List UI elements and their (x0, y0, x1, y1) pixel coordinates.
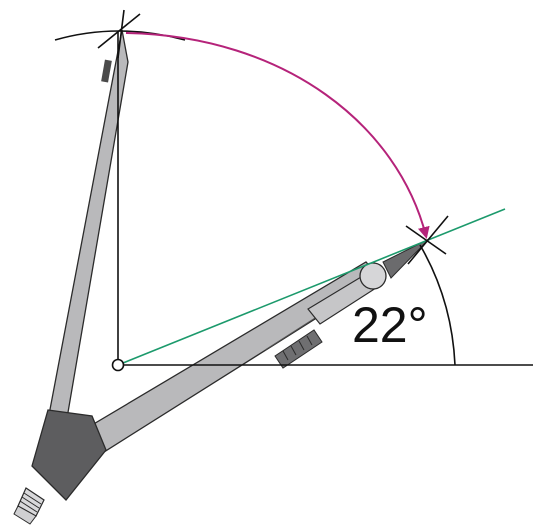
compass-hinge-head (31, 409, 107, 501)
angle-ray (117, 208, 506, 366)
compass-leg-clip (101, 59, 112, 83)
angle-arc (419, 244, 456, 366)
intersection-cross-mark (405, 215, 449, 265)
compass-pivot (359, 262, 387, 290)
compass-handle (13, 487, 45, 525)
transfer-arc-arrow (125, 32, 430, 239)
angle-label: 22° (352, 297, 428, 353)
compass-leg-groove (264, 317, 316, 351)
compass-lead (382, 238, 430, 279)
compass-leg-lower (91, 261, 381, 453)
origin-point (111, 358, 125, 372)
compass-adjust-screw (274, 329, 323, 369)
top-cross-mark (97, 9, 141, 59)
compass (13, 29, 430, 525)
